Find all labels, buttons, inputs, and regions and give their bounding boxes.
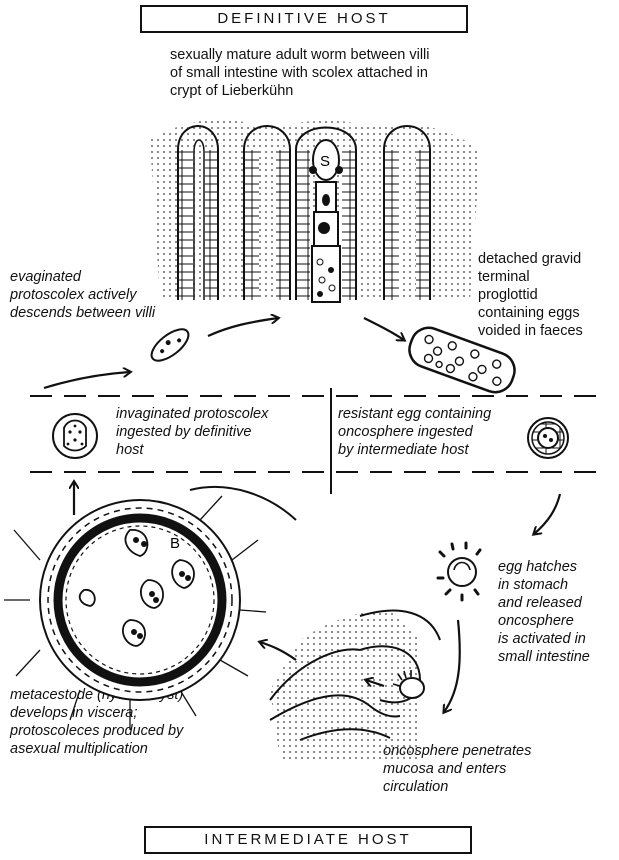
evaginated-protoscolex	[147, 324, 194, 367]
invaginated-protoscolex	[53, 414, 97, 458]
stage-separators	[30, 396, 600, 472]
hatching-egg	[438, 543, 480, 600]
scolex-label: S	[320, 153, 330, 170]
gravid-proglottid	[404, 323, 519, 398]
hydatid-cyst: B	[4, 487, 296, 730]
adult-worm: S	[309, 140, 343, 302]
brood-capsule-label: B	[170, 535, 180, 552]
resistant-egg	[528, 418, 568, 458]
